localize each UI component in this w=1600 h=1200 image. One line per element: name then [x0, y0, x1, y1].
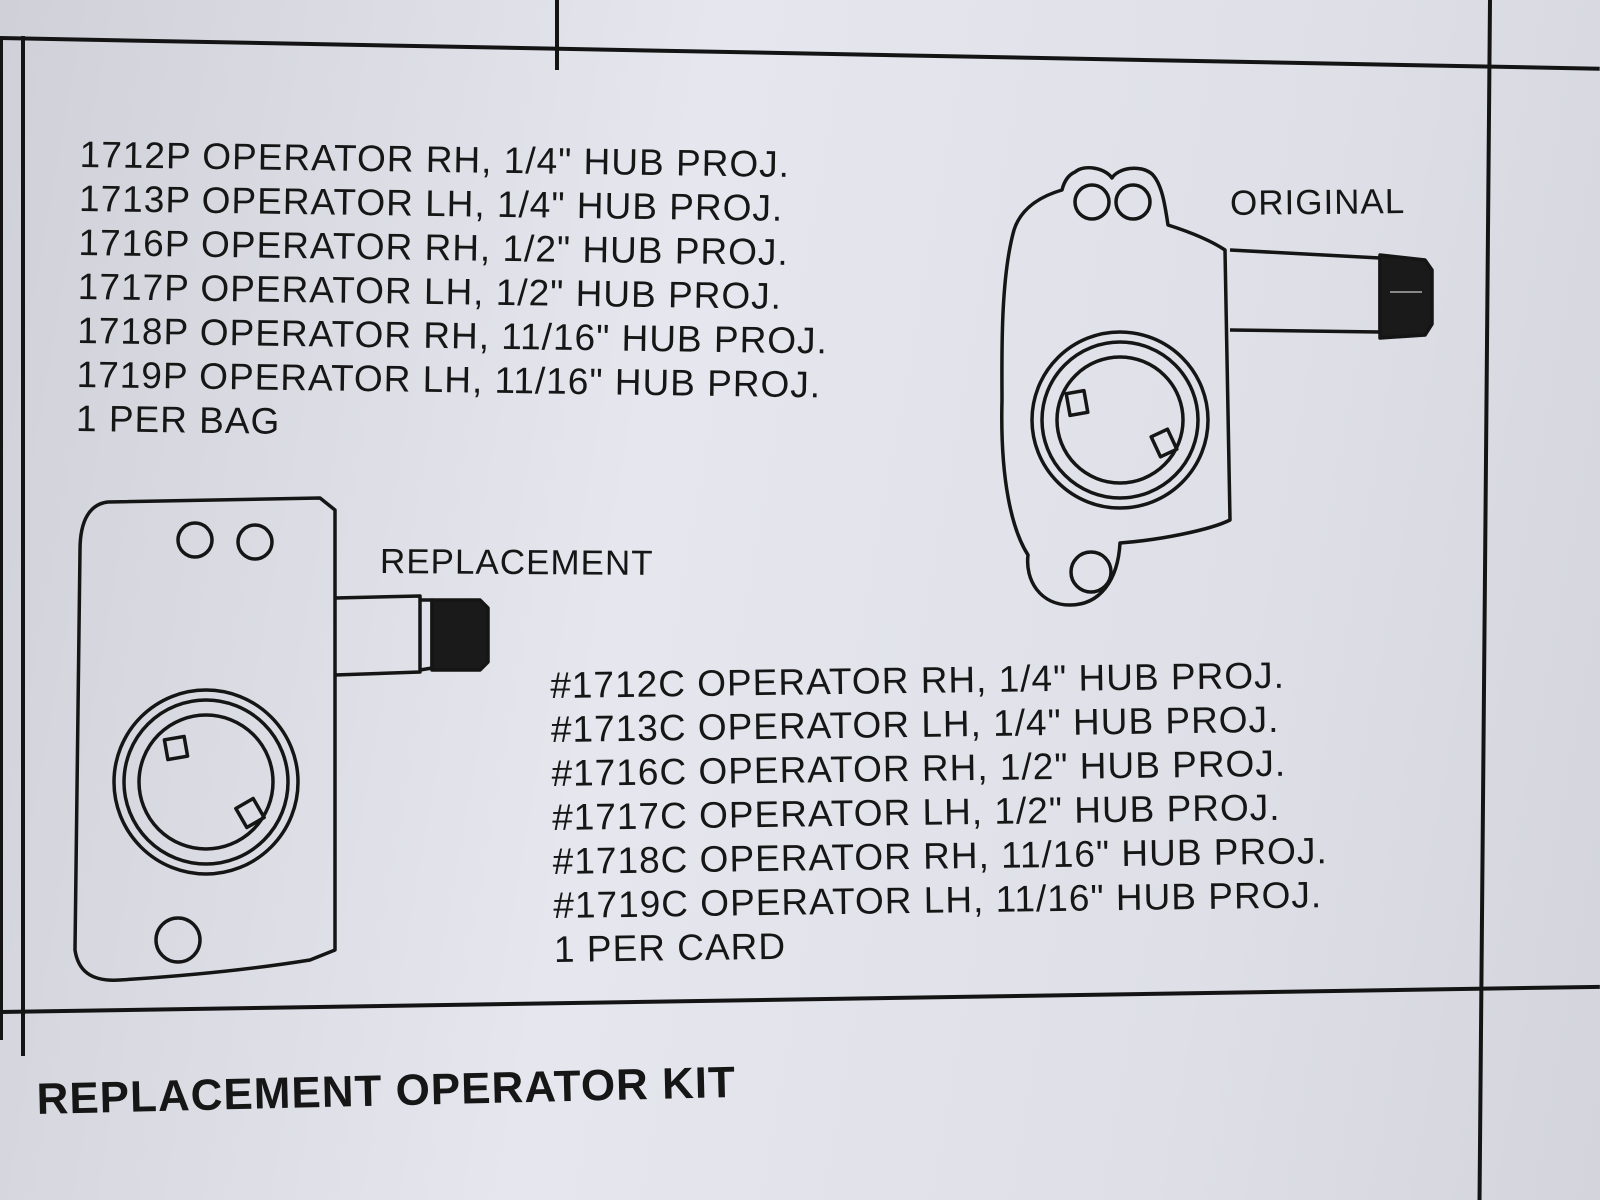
- original-hub-ring-outer: [1030, 330, 1210, 510]
- original-hub-bore: [1055, 355, 1185, 485]
- original-hub-notch: [1149, 427, 1179, 459]
- original-shaft: [1229, 248, 1382, 334]
- left-border-rule: [21, 36, 25, 1056]
- original-mount-hole: [1073, 183, 1111, 221]
- replacement-operator-drawing: [73, 496, 490, 982]
- original-operator-drawing: [1000, 166, 1434, 607]
- replacement-hub-notch: [162, 734, 190, 762]
- original-operator-body-outline: [1000, 166, 1232, 607]
- original-part-list: 1712P OPERATOR RH, 1/4" HUB PROJ. 1713P …: [76, 133, 831, 451]
- original-mount-hole: [1069, 550, 1113, 594]
- replacement-hub-bore: [137, 713, 275, 851]
- replacement-shaft-tip: [430, 598, 490, 672]
- replacement-operator-body-outline: [73, 496, 337, 982]
- replacement-hub-ring-inner: [122, 698, 290, 866]
- upper-cell-divider-rule: [555, 0, 559, 70]
- replacement-hub-ring-outer: [112, 688, 300, 876]
- replacement-mount-hole: [176, 521, 214, 559]
- replacement-shaft-collar: [419, 598, 434, 672]
- original-hub-ring-inner: [1040, 340, 1200, 500]
- original-shaft-tip: [1378, 253, 1434, 340]
- replacement-part-list: #1712C OPERATOR RH, 1/4" HUB PROJ. #1713…: [550, 653, 1329, 972]
- original-hub-notch: [1064, 388, 1090, 418]
- left-edge-rule: [0, 40, 3, 1040]
- original-mount-hole: [1114, 183, 1152, 221]
- replacement-mount-hole: [236, 523, 274, 561]
- replacement-shaft: [334, 594, 422, 677]
- replacement-mount-hole: [154, 916, 202, 964]
- replacement-hub-notch: [234, 796, 266, 830]
